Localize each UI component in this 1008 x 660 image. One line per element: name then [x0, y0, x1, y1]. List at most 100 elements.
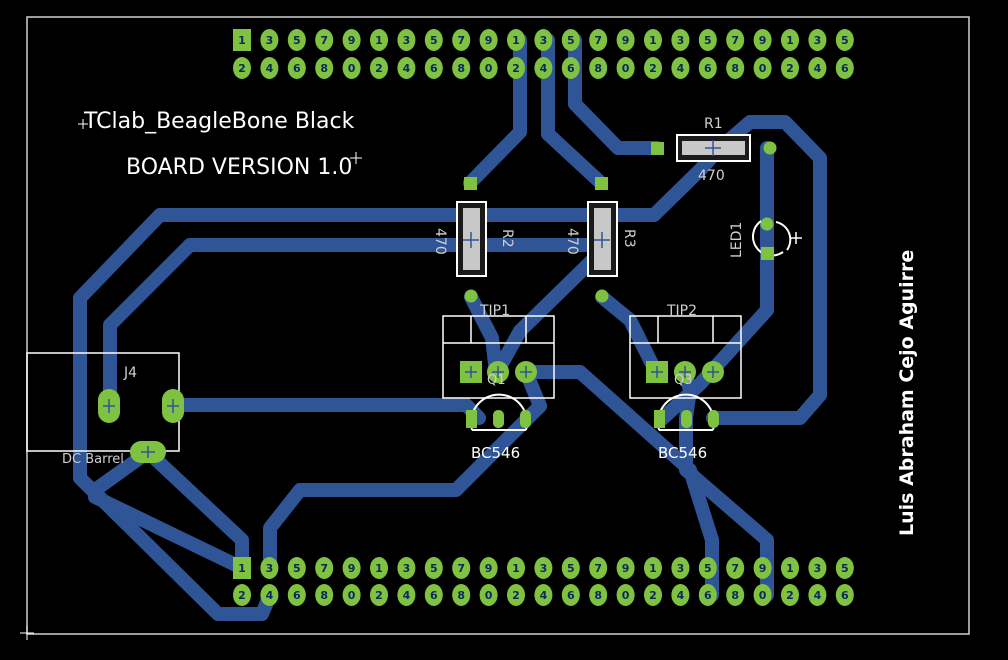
pad [520, 410, 531, 428]
header-pin-label: 4 [403, 589, 411, 602]
header-pad [835, 57, 854, 79]
trace [568, 33, 664, 155]
header-pad [644, 29, 662, 51]
header-pin-label: 1 [375, 562, 383, 575]
header-pad [260, 29, 279, 51]
header-pad [479, 29, 498, 51]
tip2-footprint [629, 315, 742, 399]
header-pin-label: 0 [622, 589, 630, 602]
header-pin-label: 9 [759, 34, 767, 47]
header-pin-label: 0 [348, 589, 356, 602]
header-pin-label: 8 [731, 589, 739, 602]
header-pin-label: 4 [540, 589, 548, 602]
led1-name: LED1 [729, 222, 745, 258]
header-pad [589, 557, 608, 579]
header-pad [287, 57, 306, 79]
r1-footprint [676, 134, 751, 162]
header-pin-label: 4 [266, 62, 274, 75]
r3-name: R3 [621, 229, 637, 248]
header-pad [424, 557, 443, 579]
header-pad [616, 29, 635, 51]
header-pin-label: 2 [512, 62, 520, 75]
tip2-name: TIP2 [666, 303, 697, 319]
pad [493, 410, 504, 428]
pad [763, 141, 777, 155]
header-pad [589, 29, 608, 51]
trace [165, 398, 486, 425]
header-pin-label: 8 [594, 589, 602, 602]
header-pin-label: 4 [814, 62, 822, 75]
header-pad [835, 557, 854, 579]
header-pin-label: 6 [567, 62, 575, 75]
header-pad [726, 557, 745, 579]
header-pad [260, 584, 279, 606]
header-pad [233, 57, 251, 79]
header-pad [452, 557, 471, 579]
pad [654, 410, 665, 428]
header-pad [370, 557, 388, 579]
header-pad [452, 29, 471, 51]
header-pad [315, 584, 334, 606]
header-pad [397, 29, 416, 51]
header-pin-label: 6 [704, 589, 712, 602]
header-pad [315, 57, 334, 79]
r2-value: 470 [432, 228, 448, 255]
header-pin-label: 8 [457, 589, 465, 602]
q1-name: Q1 [487, 373, 506, 388]
header-pad [835, 29, 854, 51]
header-pin-label: 8 [320, 62, 328, 75]
header-pin-label: 0 [759, 589, 767, 602]
header-pad [561, 557, 580, 579]
header-pin-label: 5 [704, 562, 712, 575]
header-pin-label: 8 [320, 589, 328, 602]
header-pad [698, 584, 717, 606]
header-pin-label: 1 [786, 34, 794, 47]
header-pin-label: 3 [677, 562, 685, 575]
header-pad [698, 29, 717, 51]
header-pin-label: 3 [403, 34, 411, 47]
header-pin-label: 6 [841, 589, 849, 602]
header-pad [671, 584, 690, 606]
header-pin-label: 4 [540, 62, 548, 75]
header-pin-label: 1 [649, 562, 657, 575]
header-pin-label: 7 [731, 34, 739, 47]
header-pin-label: 2 [238, 589, 246, 602]
header-pin-label: 4 [403, 62, 411, 75]
header-pin-label: 5 [567, 562, 575, 575]
header-pin-label: 0 [759, 62, 767, 75]
header-pad [781, 584, 799, 606]
header-pad [507, 557, 525, 579]
header-pin-label: 2 [375, 62, 383, 75]
header-pad [644, 584, 662, 606]
q3-value: BC546 [658, 444, 707, 462]
header-pin-label: 8 [594, 62, 602, 75]
r1-value: 470 [698, 168, 725, 184]
header-pin-label: 5 [567, 34, 575, 47]
j4-name: J4 [123, 365, 137, 381]
header-pad [808, 29, 827, 51]
header-pin-label: 3 [540, 34, 548, 47]
header-pad [808, 557, 827, 579]
trace [73, 208, 277, 621]
origin-marks [20, 119, 362, 640]
header-pad [342, 584, 361, 606]
trace [263, 365, 547, 575]
header-pad [424, 57, 443, 79]
drill-marks [103, 366, 719, 458]
header-pad [616, 557, 635, 579]
header-pin-label: 4 [677, 589, 685, 602]
pad [595, 289, 609, 303]
header-pad [424, 584, 443, 606]
header-pad [753, 557, 772, 579]
pad [760, 217, 774, 231]
header-pin-label: 5 [841, 562, 849, 575]
header-pin-label: 2 [512, 589, 520, 602]
r1-name: R1 [704, 116, 723, 132]
header-pad [287, 584, 306, 606]
header-pad [507, 29, 525, 51]
header-pin-label: 2 [375, 589, 383, 602]
header-pin-label: 9 [622, 34, 630, 47]
header-pad [753, 584, 772, 606]
header-pin-label: 3 [266, 34, 274, 47]
